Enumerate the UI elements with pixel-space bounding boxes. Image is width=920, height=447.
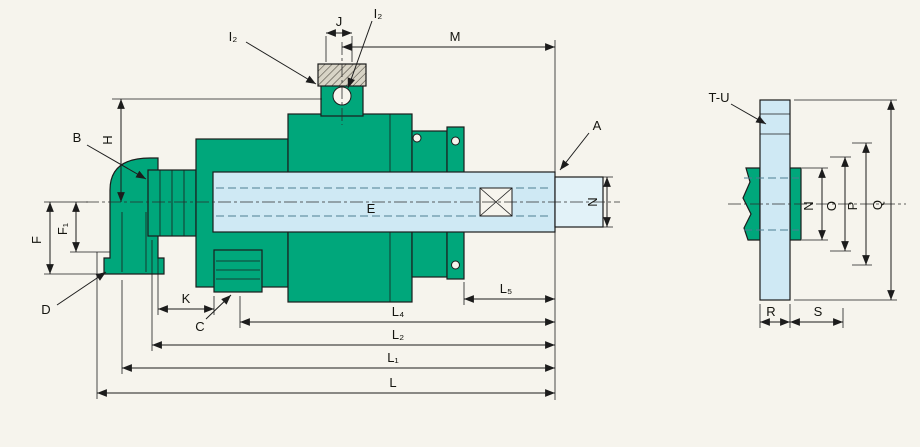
dim-label-p: P [845,202,860,211]
dimension-n-left: N [558,176,613,228]
dim-label-m: M [450,29,461,44]
flange-bore-hidden-lines [744,177,799,231]
callout-d: D [41,271,107,317]
flange-plate [759,99,791,301]
dimension-l1: L₁ [121,280,555,374]
dim-label-l1: L₁ [387,350,399,365]
dim-label-e: E [367,201,376,216]
dim-label-o: O [824,201,839,211]
bolt-hole-lines [760,113,790,135]
dim-label-k: K [182,291,191,306]
dim-label-f1: F₁ [55,222,70,235]
dimension-s: S [790,304,844,328]
dimension-o: O [824,156,851,252]
dim-label-i2-right: I₂ [374,6,383,21]
callout-c: C [195,294,232,334]
dim-label-t-u: T-U [709,90,730,105]
callout-a: A [559,118,602,171]
ring-bolt-hole-bottom [451,260,460,270]
dim-label-q: Q [870,200,885,210]
dim-label-l4: L₄ [392,304,405,319]
dimension-l4: L₄ [239,296,555,328]
dim-label-n-right: N [801,201,816,210]
ring-bolt-hole-top [451,136,460,146]
right-view: T-U N O P Q [709,90,906,328]
callout-b: B [73,130,147,180]
callout-i2-left: I₂ [229,29,317,85]
dim-label-i2-left: I₂ [229,29,238,44]
callout-t-u: T-U [709,90,767,125]
dim-label-l5: L₅ [500,281,512,296]
dim-label-a: A [593,118,602,133]
dimension-l5: L₅ [463,281,555,305]
dimension-h: H [100,98,322,202]
dim-label-c: C [195,319,204,334]
dimension-n-right: N [801,167,828,241]
dim-label-n-left: N [585,197,600,206]
dim-label-s: S [814,304,823,319]
elbow-bore-lines [121,212,147,272]
dim-label-l: L [389,375,396,390]
dimension-f1: F₁ [55,202,110,253]
nut-facet-lines [159,170,185,236]
dimension-l2: L₂ [151,240,555,351]
bottom-boss-rib-lines [216,260,260,280]
body-bolt-hole [412,133,422,143]
bottom-boss [213,249,263,293]
callout-i2-right: I₂ [347,6,383,89]
dimension-f: F [29,201,102,275]
dim-label-j: J [336,14,343,29]
dim-label-l2: L₂ [392,327,404,342]
dim-label-f: F [29,236,44,244]
dimension-p: P [845,142,872,266]
dim-label-b: B [73,130,82,145]
left-view: J M I₂ I₂ A H B [29,6,620,400]
dim-label-d: D [41,302,50,317]
dim-label-h: H [100,135,115,144]
dimension-l: L [96,252,555,399]
dim-label-r: R [766,304,775,319]
dimension-m: M [342,29,556,400]
dimension-q: Q [794,99,897,301]
